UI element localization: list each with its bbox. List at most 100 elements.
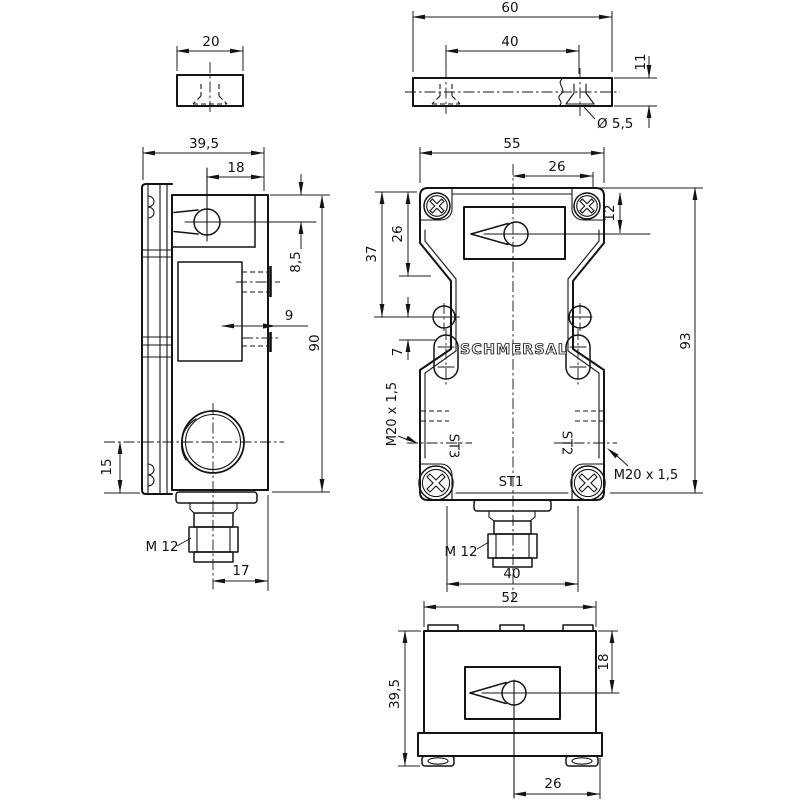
dim-top-hole-spacing-label: 40 <box>501 34 518 50</box>
keyhole-window <box>463 206 651 260</box>
dim-top-thickness-label: 11 <box>633 53 649 70</box>
dim-front-keyhole-center-label: 26 <box>548 159 565 175</box>
port-st1-label: ST1 <box>499 475 523 490</box>
leader-line <box>615 454 629 467</box>
dim-side-socket-offset: 15 <box>99 441 140 494</box>
screw-pad <box>571 187 605 221</box>
sectioned-hole-right <box>558 68 595 116</box>
phillips-screw-icon <box>570 465 606 501</box>
connector-barrel <box>493 520 532 535</box>
tab <box>562 624 594 632</box>
dim-side-width-label: 39,5 <box>189 136 219 152</box>
cable-gland-right: M20 x 1,5 <box>554 410 678 483</box>
dim-top-width-label: 60 <box>501 0 518 16</box>
port-st2-label: ST2 <box>559 431 574 455</box>
dim-side-recess-depth: 9 <box>221 308 308 329</box>
keyhole-symbol <box>470 222 509 235</box>
dim-front-slot-pitch: 7 <box>390 297 436 360</box>
dim-front-hole-offset-label: 26 <box>390 225 406 242</box>
port-st3-label: ST3 <box>446 434 461 458</box>
keyhole-window <box>464 666 620 799</box>
window-outline <box>463 206 566 260</box>
dim-side-height-label: 90 <box>307 334 323 351</box>
dim-end-width: 20 <box>176 34 244 71</box>
arrow <box>263 323 276 329</box>
m12-connector-side <box>175 491 258 563</box>
hidden-line <box>431 95 441 105</box>
countersink-line <box>565 92 575 105</box>
dim-bottom-keyhole-offset-label: 18 <box>596 653 612 670</box>
screw-pad <box>419 187 453 221</box>
latch-detail <box>147 463 155 487</box>
inner-contour <box>567 229 600 459</box>
front-m12-label: M 12 <box>444 544 477 560</box>
dim-bottom-center-offset: 26 <box>513 758 601 799</box>
gland-right-label: M20 x 1,5 <box>614 468 678 483</box>
arrow <box>405 435 418 444</box>
chamfer-arc <box>180 418 197 461</box>
view-end-plate: 20 <box>176 34 244 112</box>
m12-connector-front <box>473 499 552 568</box>
dim-end-width-label: 20 <box>202 34 219 50</box>
dim-top-hole-spacing: 40 <box>445 34 580 74</box>
countersink-line <box>585 92 595 105</box>
hidden-hole-left <box>431 68 461 114</box>
view-mounting-plate-top: 60 40 11 Ø 5,5 <box>405 0 657 132</box>
keyhole-symbol <box>469 692 507 705</box>
dim-front-width-label: 55 <box>503 136 520 152</box>
dim-bottom-width-label: 52 <box>501 590 518 606</box>
label-hole-diameter: Ø 5,5 <box>583 106 633 132</box>
tab <box>499 624 525 632</box>
dim-side-keyhole-depth-label: 8,5 <box>288 251 304 272</box>
leader-line <box>176 537 192 547</box>
side-m12-label: M 12 <box>145 539 178 555</box>
connector-line <box>232 508 238 514</box>
dim-front-slot-offset: 37 <box>364 191 460 318</box>
phillips-screw-icon <box>418 465 454 501</box>
foot-detail <box>427 757 449 765</box>
arrow <box>607 448 619 459</box>
connector-flange <box>175 491 258 504</box>
actuator-bore <box>104 403 284 592</box>
phillips-screw-icon <box>573 192 601 220</box>
dim-side-width: 39,5 <box>142 136 265 191</box>
dim-front-keyhole-center: 26 <box>512 159 594 187</box>
hidden-line <box>218 95 228 105</box>
connector-flange <box>473 499 552 512</box>
tab <box>427 624 459 632</box>
dim-side-keyhole-offset: 18 <box>206 160 264 180</box>
keyhole-symbol <box>173 230 199 235</box>
view-front: SCHMERSAL M20 x 1,5 M20 x 1,5 ST3 ST2 ST… <box>364 136 703 599</box>
dim-front-slot-pitch-label: 7 <box>390 348 406 357</box>
housing-outline <box>419 187 605 501</box>
phillips-screw-icon <box>423 192 451 220</box>
screw-pad <box>419 463 453 501</box>
dim-front-height-label: 93 <box>678 332 694 349</box>
gland-left-label: M20 x 1,5 <box>385 382 400 446</box>
dim-bottom-depth: 39,5 <box>387 630 421 767</box>
foot <box>565 755 599 767</box>
view-side: 39,5 18 8,5 9 90 15 M 12 <box>99 136 330 592</box>
label-side-m12: M 12 <box>145 537 192 555</box>
view-bottom: 52 18 39,5 26 <box>387 590 620 799</box>
dim-side-socket-center-label: 17 <box>232 563 249 579</box>
mounting-plate-profile <box>141 183 173 495</box>
dim-front-mount-spacing: 40 <box>446 506 579 592</box>
dim-front-slot-offset-label: 37 <box>364 245 380 262</box>
keyhole-symbol <box>173 209 199 214</box>
dim-front-mount-spacing-label: 40 <box>503 566 520 582</box>
hidden-line <box>192 95 202 105</box>
connector-line <box>488 516 495 522</box>
housing-outline <box>171 194 269 491</box>
dim-bottom-keyhole-offset: 18 <box>596 630 618 693</box>
keyhole-symbol <box>470 233 509 246</box>
dim-side-recess-depth-label: 9 <box>285 308 294 324</box>
gland-hidden-lines <box>236 266 280 352</box>
connector-hex <box>188 526 239 553</box>
dim-side-keyhole-offset-label: 18 <box>227 160 244 176</box>
brand-logo: SCHMERSAL <box>460 342 568 358</box>
cable-gland-left: M20 x 1,5 <box>385 382 472 446</box>
dim-bottom-center-offset-label: 26 <box>544 776 561 792</box>
dim-top-width: 60 <box>412 0 613 72</box>
